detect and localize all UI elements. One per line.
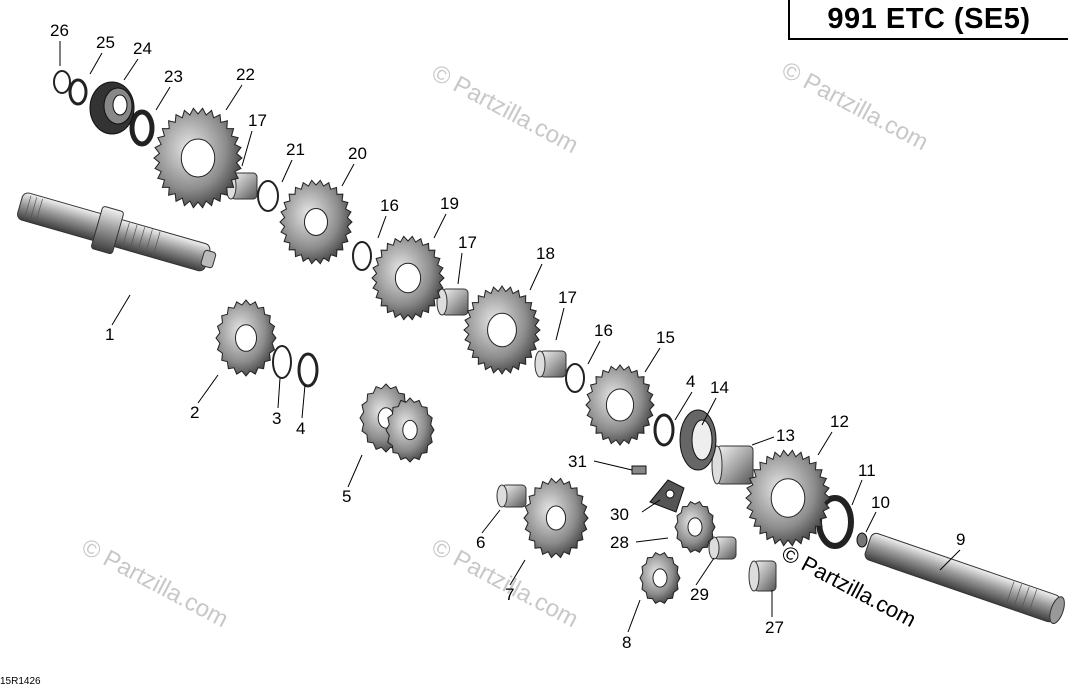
model-title: 991 ETC (SE5): [827, 2, 1031, 35]
callout-7: 7: [505, 585, 514, 604]
callout-23: 23: [164, 67, 183, 86]
circlip-16b: [565, 363, 585, 393]
callout-26: 26: [50, 21, 69, 40]
callout-1: 1: [105, 325, 114, 344]
callout-17: 17: [558, 288, 577, 307]
callout-14: 14: [710, 378, 729, 397]
lever-30: [649, 479, 685, 513]
needle-bearing-17b: [436, 288, 469, 316]
callout-29: 29: [690, 585, 709, 604]
callout-4: 4: [296, 419, 305, 438]
callout-16: 16: [594, 321, 613, 340]
washer-25: [68, 78, 88, 106]
gear-5b: [385, 397, 435, 463]
bearing-24: [89, 81, 135, 135]
circlip-21: [257, 180, 279, 212]
bushing-6: [496, 484, 527, 508]
gear-22: [153, 107, 243, 209]
callout-layer: 1 2 3 4 4 5 6 7 8 9 10 11 12 13 14 15 16…: [50, 21, 965, 652]
hub-14: [679, 409, 717, 471]
circlip-4: [297, 352, 319, 388]
watermark: © Partzilla.com: [77, 533, 232, 633]
callout-4: 4: [686, 372, 695, 391]
gear-15: [585, 364, 655, 446]
watermark: © Partzilla.com: [427, 59, 582, 159]
needle-bearing-29: [708, 536, 737, 560]
callout-3: 3: [272, 409, 281, 428]
callout-31: 31: [568, 452, 587, 471]
circlip-3: [272, 345, 292, 379]
gear-20: [279, 179, 353, 265]
model-title-box: 991 ETC (SE5): [788, 0, 1068, 40]
gear-28: [674, 501, 716, 553]
callout-12: 12: [830, 412, 849, 431]
sleeve-27: [748, 560, 777, 592]
leader-lines: [59, 41, 961, 633]
gear-8: [639, 552, 681, 604]
main-shaft: [17, 192, 217, 272]
callout-24: 24: [133, 39, 152, 58]
diagram-code: 15R1426: [0, 676, 41, 687]
callout-22: 22: [236, 65, 255, 84]
bushing-13: [711, 445, 754, 485]
callout-8: 8: [622, 633, 631, 652]
washer-23: [129, 109, 155, 147]
callout-20: 20: [348, 144, 367, 163]
gear-19: [371, 235, 445, 321]
circlip-16: [352, 241, 372, 271]
needle-bearing-17c: [534, 350, 567, 378]
callout-28: 28: [610, 533, 629, 552]
output-shaft: [864, 532, 1065, 624]
gear-12: [745, 449, 831, 547]
callout-10: 10: [871, 493, 890, 512]
circlip-26: [53, 70, 71, 94]
callout-27: 27: [765, 618, 784, 637]
callout-30: 30: [610, 505, 629, 524]
callout-11: 11: [858, 461, 876, 480]
callout-2: 2: [190, 403, 199, 422]
pin-10: [856, 532, 868, 548]
callout-25: 25: [96, 33, 115, 52]
callout-21: 21: [286, 140, 305, 159]
callout-18: 18: [536, 244, 555, 263]
gear-7: [523, 477, 589, 559]
callout-13: 13: [776, 426, 795, 445]
callout-17: 17: [248, 111, 267, 130]
callout-5: 5: [342, 487, 351, 506]
circlip-4b: [653, 413, 675, 447]
callout-9: 9: [956, 530, 965, 549]
gear-2: [215, 299, 277, 377]
watermark: © Partzilla.com: [777, 56, 932, 156]
bolt-31: [631, 465, 647, 475]
callout-16: 16: [380, 196, 399, 215]
callout-15: 15: [656, 328, 675, 347]
gear-18: [463, 285, 541, 375]
callout-6: 6: [476, 533, 485, 552]
callout-17: 17: [458, 233, 477, 252]
callout-19: 19: [440, 194, 459, 213]
parts-layer: [17, 70, 1065, 624]
